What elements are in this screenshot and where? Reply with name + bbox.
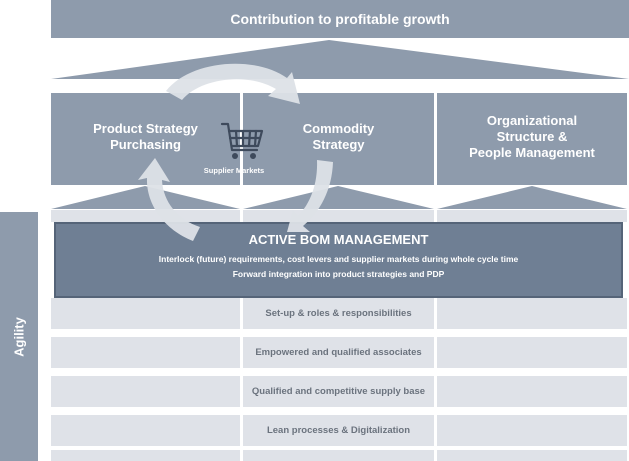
roof-triangle: [51, 40, 629, 79]
bom-title: ACTIVE BOM MANAGEMENT: [248, 232, 429, 247]
pillar-cap-middle: [243, 186, 434, 209]
row-segment: [437, 376, 627, 407]
foundation-row-label: Set-up & roles & responsibilities: [265, 308, 412, 319]
cycle-arrow-right-body: [287, 160, 333, 232]
row-segment: [51, 298, 240, 329]
foundation-row-label: Lean processes & Digitalization: [266, 425, 411, 436]
row-segment: [437, 298, 627, 329]
pillar-label: Organizational Structure & People Manage…: [469, 112, 595, 160]
agility-bar: Agility: [0, 212, 38, 461]
row-segment: [51, 376, 240, 407]
pillar-cap-right: [437, 186, 627, 209]
pillar-product-strategy: Product Strategy Purchasing: [51, 93, 240, 185]
row-segment: [437, 415, 627, 446]
pillar-label: Commodity Strategy: [302, 120, 375, 152]
roof-title: Contribution to profitable growth: [230, 11, 450, 27]
pillar-label: Product Strategy Purchasing: [93, 120, 198, 152]
row-segment: [51, 337, 240, 368]
pillar-organizational-structure: Organizational Structure & People Manage…: [437, 93, 627, 185]
row-segment: [51, 450, 240, 461]
pillar-cap-left: [51, 186, 240, 209]
active-bom-band: [54, 222, 623, 298]
roof-title-bar: Contribution to profitable growth: [51, 0, 629, 38]
row-segment: [243, 415, 434, 446]
row-segment: [51, 210, 240, 222]
supplier-markets-label: Supplier Markets: [203, 166, 265, 175]
row-segment: [51, 415, 240, 446]
row-segment: [243, 376, 434, 407]
row-segment: [243, 298, 434, 329]
bom-description-line-1: Interlock (future) requirements, cost le…: [158, 254, 519, 264]
row-segment: [243, 337, 434, 368]
row-segment: [437, 450, 627, 461]
pillar-commodity-strategy: Commodity Strategy: [243, 93, 434, 185]
row-segment: [437, 337, 627, 368]
foundation-row-label: Qualified and competitive supply base: [251, 386, 426, 397]
cycle-arrow-left-body: [138, 158, 200, 241]
bom-description-line-2: Forward integration into product strateg…: [232, 269, 445, 279]
row-segment: [437, 210, 627, 222]
cycle-arrow-top-body: [166, 63, 300, 104]
foundation-row-label: Empowered and qualified associates: [255, 347, 422, 358]
row-segment: [243, 450, 434, 461]
